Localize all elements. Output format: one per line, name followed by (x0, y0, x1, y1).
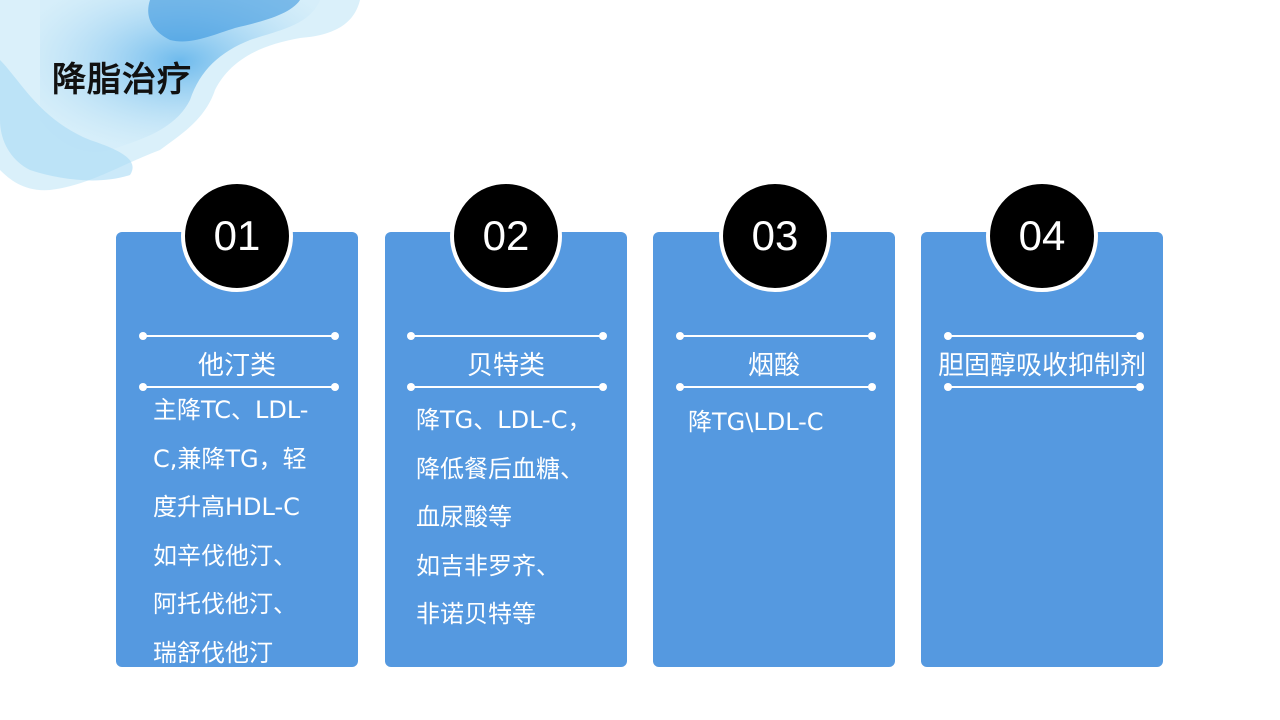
divider-line (676, 332, 876, 340)
divider-line (944, 332, 1144, 340)
card-body-line: C,兼降TG，轻 (153, 444, 307, 473)
card-statins (116, 232, 358, 667)
card-number-badge: 02 (450, 180, 562, 292)
card-number-badge: 03 (719, 180, 831, 292)
card-fibrates (385, 232, 627, 667)
card-body-line: 血尿酸等 (416, 503, 512, 531)
card-number-badge: 01 (181, 180, 293, 292)
card-title: 贝特类 (466, 351, 545, 381)
card-body-line: 阿托伐他汀、 (153, 590, 297, 618)
card-body-line: 度升高HDL-C (153, 493, 300, 521)
divider-line (676, 383, 876, 391)
card-title: 烟酸 (747, 351, 800, 381)
card-cholesterol-absorption-inhibitor (921, 232, 1163, 667)
card-body-line: 降低餐后血糖、 (416, 454, 584, 483)
card-body-line: 主降TC、LDL- (153, 396, 309, 424)
watercolor-splash (0, 0, 360, 191)
card-body-line: 降TG、LDL-C， (416, 406, 592, 434)
card-body: 降TG、LDL-C， 降低餐后血糖、 血尿酸等 如吉非罗齐、 非诺贝特等 (416, 396, 591, 639)
divider-line (139, 383, 339, 391)
divider-line (944, 383, 1144, 391)
page-title: 降脂治疗 (52, 60, 192, 100)
divider-line (407, 383, 607, 391)
card-body: 降TG\LDL-C (688, 398, 824, 447)
card-title: 他汀类 (197, 351, 276, 381)
card-number-badge: 04 (986, 180, 1098, 292)
card-body: 主降TC、LDL- C,兼降TG，轻 度升高HDL-C 如辛伐他汀、 阿托伐他汀… (153, 386, 308, 677)
card-body-line: 如辛伐他汀、 (153, 541, 297, 570)
divider-line (407, 332, 607, 340)
card-body-line: 如吉非罗齐、 (416, 551, 560, 580)
card-body-line: 降TG\LDL-C (688, 408, 824, 436)
card-body-line: 非诺贝特等 (416, 600, 536, 628)
card-title: 胆固醇吸收抑制剂 (937, 351, 1146, 381)
card-body-line: 瑞舒伐他汀 (153, 638, 273, 667)
divider-line (139, 332, 339, 340)
card-niacin (653, 232, 895, 667)
